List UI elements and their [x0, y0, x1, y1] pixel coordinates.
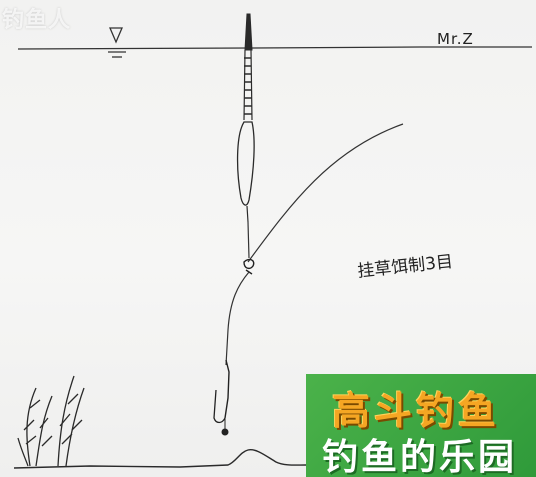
- weed-icon: [17, 375, 85, 467]
- watermark-text: 钓鱼人: [2, 8, 72, 33]
- curved-line: [247, 123, 404, 263]
- banner-subtitle: 钓鱼的乐园: [322, 437, 518, 477]
- float-icon: [236, 13, 255, 223]
- main-line: [247, 221, 250, 259]
- water-surface-line: [17, 46, 532, 50]
- signature-text: Mr.Z: [437, 30, 474, 48]
- hook-icon: [213, 359, 230, 436]
- hook-line: [225, 271, 250, 366]
- ground-line: [13, 448, 307, 469]
- water-level-icon: [108, 27, 126, 58]
- banner-title: 高斗钓鱼: [332, 389, 501, 433]
- site-banner: 高斗钓鱼 钓鱼的乐园: [306, 374, 536, 477]
